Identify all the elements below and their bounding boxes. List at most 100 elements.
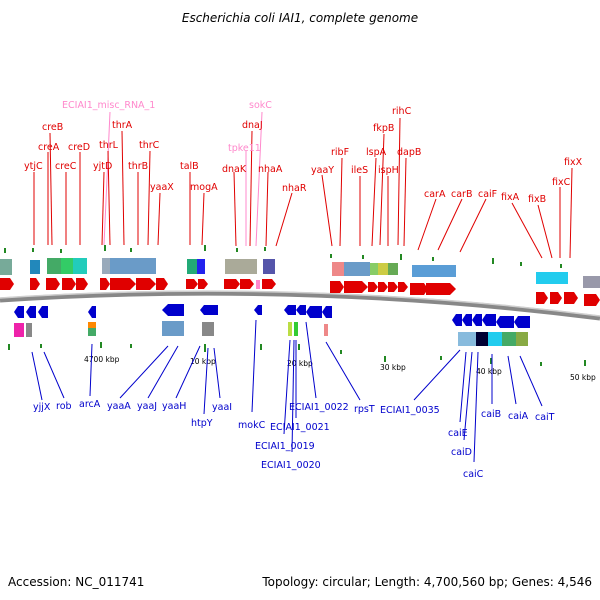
leader-line [459, 198, 487, 253]
gene-label-dnaJ: dnaJ [242, 120, 263, 131]
gene-label-carB: carB [451, 189, 472, 200]
leader-line [275, 192, 293, 247]
leader-line [437, 198, 463, 251]
leader-line [255, 111, 263, 247]
leader-line [379, 133, 385, 246]
gene-label-caiE: caiE [448, 428, 468, 439]
gene-label-caiF: caiF [478, 189, 497, 200]
gene-label-ileS: ileS [351, 165, 368, 176]
gene-label-yaaJ: yaaJ [137, 401, 157, 412]
gene-label-caiB: caiB [481, 409, 501, 420]
gene-label-ECIAI1_0021: ECIAI1_0021 [270, 422, 330, 433]
gene-label-fixC: fixC [552, 177, 571, 188]
accession-label: Accession: NC_011741 [8, 575, 144, 589]
tick-40kbp: 40 kbp [476, 367, 502, 376]
gene-label-fixX: fixX [564, 157, 583, 168]
gene-label-thrL: thrL [99, 140, 119, 151]
gene-label-talB: talB [180, 161, 199, 172]
leader-line [417, 198, 437, 251]
gene-label-fixB: fixB [528, 194, 546, 205]
leader-line [213, 347, 221, 399]
leader-line [147, 150, 151, 246]
leader-line [265, 171, 269, 247]
bottom-gene-labels: yjjX rob arcA yaaA yaaJ yaaH htpY yaaI m… [31, 319, 555, 480]
leader-line [49, 132, 53, 246]
leader-line [101, 171, 105, 246]
gene-label-ytjC: ytjC [24, 161, 43, 172]
position-ticks: 4700 kbp 10 kbp 20 kbp 30 kbp 40 kbp 50 … [84, 355, 596, 382]
gene-label-htpY: htpY [191, 418, 213, 429]
leader-line [43, 351, 65, 399]
gene-label-creB: creB [42, 122, 63, 133]
gene-label-caiT: caiT [535, 412, 555, 423]
gene-label-rihC: rihC [392, 106, 412, 117]
gene-label-thrC: thrC [139, 140, 160, 151]
tick-20kbp: 20 kbp [287, 359, 313, 368]
leader-line [157, 192, 161, 246]
leader-line [305, 321, 317, 399]
gene-label-mokC: mokC [238, 420, 266, 431]
leader-line [291, 339, 295, 453]
gene-label-yjtD: yjtD [93, 161, 112, 172]
leader-line [89, 343, 93, 397]
leader-line [325, 341, 361, 401]
gene-label-ispH: ispH [378, 165, 399, 176]
tick-4700kbp: 4700 kbp [84, 355, 120, 364]
leader-line [507, 355, 517, 405]
gene-label-thrA: thrA [112, 120, 133, 131]
gene-label-yjjX: yjjX [33, 402, 51, 413]
tick-50kbp: 50 kbp [570, 373, 596, 382]
rna-gene-sokC [256, 280, 260, 289]
gene-label-nhaA: nhaA [258, 164, 283, 175]
gene-label-fixA: fixA [501, 192, 520, 203]
reverse-feature-blocks [14, 321, 528, 346]
genome-backbone [0, 290, 600, 321]
tick-10kbp: 10 kbp [190, 357, 216, 366]
reverse-genes [14, 304, 530, 328]
leader-line [537, 204, 553, 259]
leader-line [249, 130, 253, 247]
leader-line [283, 339, 291, 435]
topology-label: Topology: circular; Length: 4,700,560 bp… [261, 575, 592, 589]
leader-line [569, 167, 573, 259]
gene-label-lspA: lspA [366, 147, 387, 158]
leader-line [121, 130, 125, 246]
leader-line [463, 351, 473, 441]
gene-label-creC: creC [55, 161, 77, 172]
genome-backbone-highlight [0, 290, 600, 317]
gene-label-ECIAI1_0022: ECIAI1_0022 [289, 402, 349, 413]
forward-feature-blocks [0, 258, 600, 288]
leader-line [233, 171, 237, 247]
gene-label-caiC: caiC [463, 469, 484, 480]
gene-label-creA: creA [38, 142, 60, 153]
forward-genes [0, 278, 600, 306]
gene-label-caiA: caiA [508, 411, 529, 422]
leader-line [119, 345, 169, 399]
leader-line [511, 202, 543, 259]
leader-line [321, 174, 333, 247]
gene-label-yaaY: yaaY [311, 165, 334, 176]
leader-line [31, 351, 43, 401]
leader-line [339, 157, 343, 247]
gene-label-arcA: arcA [79, 399, 101, 410]
tick-30kbp: 30 kbp [380, 363, 406, 372]
gene-label-ECIAI1_0019: ECIAI1_0019 [255, 441, 315, 452]
leader-line [147, 345, 179, 399]
gene-label-carA: carA [424, 189, 446, 200]
leader-line [403, 157, 407, 247]
gene-label-yaaA: yaaA [107, 401, 131, 412]
gene-label-sokC: sokC [249, 100, 272, 111]
gene-label-thrB: thrB [128, 161, 148, 172]
leader-line [473, 351, 479, 463]
gene-label-rpsT: rpsT [354, 404, 375, 415]
gene-label-yaaI: yaaI [212, 402, 232, 413]
gene-label-caiD: caiD [451, 447, 472, 458]
gene-label-rob: rob [56, 401, 72, 412]
gene-label-dnaK: dnaK [222, 164, 247, 175]
gene-label-creD: creD [68, 142, 90, 153]
leader-line [107, 150, 111, 246]
gene-label-yaaX: yaaX [150, 182, 174, 193]
gene-label-ECIAI1_0020: ECIAI1_0020 [261, 460, 321, 471]
